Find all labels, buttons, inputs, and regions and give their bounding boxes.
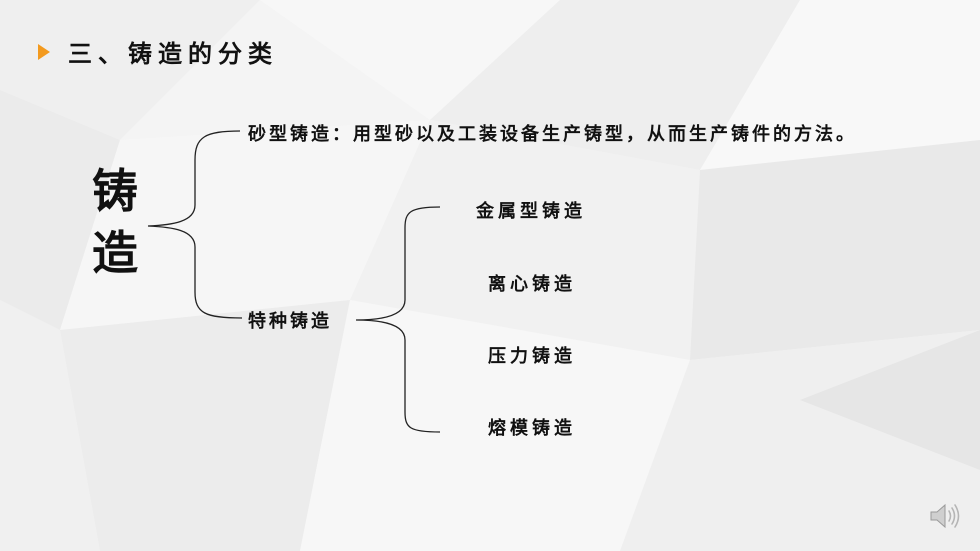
branch-special-casting: 特种铸造	[248, 311, 332, 332]
slide-title: 三、铸造的分类	[68, 39, 278, 68]
sub-brace	[355, 206, 441, 433]
speaker-icon[interactable]	[928, 500, 964, 532]
root-node: 铸造	[92, 164, 138, 280]
triangle-bullet-icon	[38, 43, 50, 60]
sub-pressure: 压力铸造	[488, 346, 576, 367]
slide-heading: 三、铸造的分类	[38, 34, 278, 69]
sub-investment: 熔模铸造	[488, 418, 576, 439]
sub-metal-mold: 金属型铸造	[476, 201, 586, 222]
branch-sand-casting: 砂型铸造：用型砂以及工装设备生产铸型，从而生产铸件的方法。	[248, 124, 857, 145]
root-brace	[147, 130, 243, 319]
sub-centrifugal: 离心铸造	[488, 274, 576, 295]
